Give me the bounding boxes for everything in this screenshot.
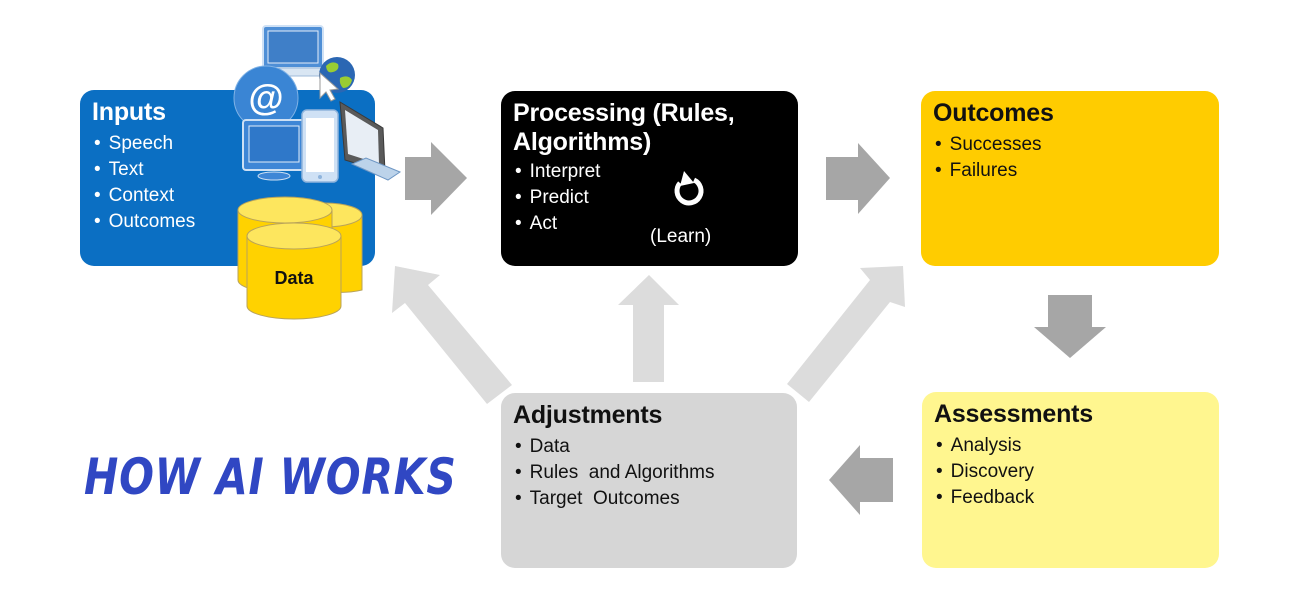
processing-heading-line1: Processing (Rules,: [513, 99, 735, 127]
list-item: Feedback: [934, 485, 1207, 511]
learn-label: (Learn): [650, 226, 712, 247]
globe-cursor-icon: [319, 57, 355, 102]
arrow-inputs-to-processing: [405, 142, 467, 215]
database-icon: [237, 196, 363, 320]
outcomes-list: Successes Failures: [933, 132, 1207, 184]
arrow-adjustments-to-inputs: [392, 266, 512, 404]
list-item: Successes: [933, 132, 1207, 158]
outcomes-heading: Outcomes: [933, 99, 1054, 127]
assessments-box: Assessments Analysis Discovery Feedback: [922, 392, 1219, 568]
adjustments-box: Adjustments Data Rules and Algorithms Ta…: [501, 393, 797, 568]
processing-box: Processing (Rules, Algorithms) Interpret…: [501, 91, 798, 266]
list-item: Failures: [933, 158, 1207, 184]
page-title: HOW AI WORKS: [84, 448, 457, 506]
list-item: Rules and Algorithms: [513, 460, 785, 486]
list-item: Discovery: [934, 459, 1207, 485]
list-item: Context: [92, 183, 363, 209]
processing-heading: Processing (Rules, Algorithms): [513, 99, 786, 157]
list-item: Analysis: [934, 433, 1207, 459]
processing-heading-line2: Algorithms): [513, 128, 652, 156]
email-at-icon: @: [233, 65, 299, 131]
adjustments-list: Data Rules and Algorithms Target Outcome…: [513, 434, 785, 512]
arrow-assessments-to-adjustments: [829, 445, 893, 515]
arrow-processing-to-outcomes: [826, 143, 890, 214]
list-item: Interpret: [513, 159, 786, 185]
inputs-list: Speech Text Context Outcomes: [92, 131, 363, 235]
arrow-adjustments-to-processing: [618, 275, 679, 382]
arrow-adjustments-to-outcomes: [787, 266, 905, 402]
svg-text:@: @: [248, 77, 283, 118]
list-item: Target Outcomes: [513, 486, 785, 512]
assessments-heading: Assessments: [934, 400, 1094, 428]
processing-list: Interpret Predict Act: [513, 159, 786, 237]
assessments-list: Analysis Discovery Feedback: [934, 433, 1207, 511]
monitor-icon: [242, 119, 306, 181]
list-item: Speech: [92, 131, 363, 157]
list-item: Outcomes: [92, 209, 363, 235]
outcomes-box: Outcomes Successes Failures: [921, 91, 1219, 266]
inputs-heading: Inputs: [92, 98, 166, 126]
arrow-outcomes-to-assessments: [1034, 295, 1106, 358]
data-label: Data: [274, 268, 314, 288]
list-item: Predict: [513, 185, 786, 211]
smartphone-icon: [301, 109, 339, 183]
list-item: Data: [513, 434, 785, 460]
desktop-screen-icon: [339, 101, 402, 181]
adjustments-heading: Adjustments: [513, 401, 663, 429]
list-item: Act: [513, 211, 786, 237]
list-item: Text: [92, 157, 363, 183]
